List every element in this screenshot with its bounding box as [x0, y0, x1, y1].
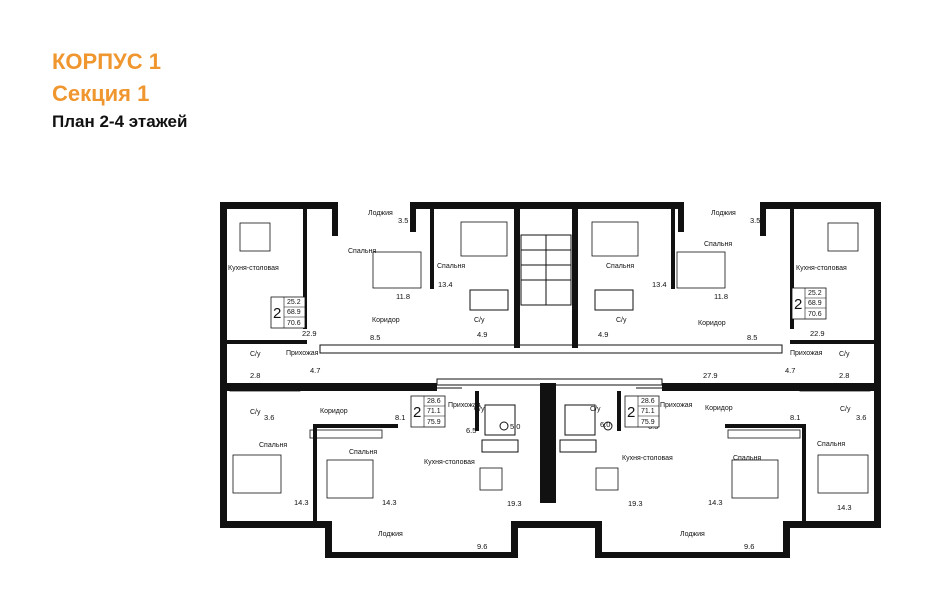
- apt-tl-total: 68.9: [287, 309, 301, 316]
- loggia-tl-area: 3.5: [398, 216, 408, 225]
- wc-br1-label: С/у: [590, 406, 601, 413]
- bed-bl2-label: Спальня: [349, 449, 377, 456]
- bed-tl2-label: Спальня: [437, 263, 465, 270]
- wc-br2-area: 3.6: [856, 413, 866, 422]
- loggia-bl-area: 9.6: [477, 542, 487, 551]
- section-title: Секция 1: [52, 81, 150, 106]
- cor-br-area: 8.1: [790, 413, 800, 422]
- apt-bl-rooms: 2: [413, 404, 421, 421]
- wc-tl2-area: 4.9: [477, 330, 487, 339]
- kitchen-br-label: Кухня-столовая: [622, 455, 673, 462]
- plan-thin-lines: [319, 234, 783, 453]
- wc-bl2-label: С/у: [474, 406, 485, 413]
- kitchen-bl-label: Кухня-столовая: [424, 459, 475, 466]
- bed-tr1-area: 13.4: [652, 280, 667, 289]
- hall-tr-area: 4.7: [785, 366, 795, 375]
- apt-tr-rooms: 2: [794, 296, 802, 313]
- apt-bl-living: 28.6: [427, 398, 441, 405]
- kitchen-tr-area: 22.9: [810, 329, 825, 338]
- apt-tl-living: 25.2: [287, 299, 301, 306]
- hall-tr-label: Прихожая: [790, 350, 823, 357]
- cor-tl-area: 8.5: [370, 333, 380, 342]
- hall-tl-area: 4.7: [310, 366, 320, 375]
- bed-tl1-area: 11.8: [396, 292, 410, 301]
- kitchen-tl-area: 22.9: [302, 329, 317, 338]
- wc-bl1-area: 3.6: [264, 413, 274, 422]
- building-title: КОРПУС 1: [52, 49, 161, 74]
- apt-tr-living: 25.2: [808, 290, 822, 297]
- apt-br-rooms: 2: [627, 404, 635, 421]
- wc-br1-area: 6.0: [600, 420, 610, 429]
- hall-br-label: Прихожая: [660, 402, 693, 409]
- bed-tl1-label: Спальня: [348, 248, 376, 255]
- hall-bl-area: 6.5: [466, 426, 476, 435]
- kitchen-tl-label: Кухня-столовая: [228, 265, 279, 272]
- cor-br-label: Коридор: [705, 405, 733, 412]
- cor-tr-label: Коридор: [698, 320, 726, 327]
- corridor-common-area: 27.9: [703, 371, 718, 380]
- hall-bl-label: Прихожая: [448, 402, 481, 409]
- plan-walls: [220, 202, 881, 558]
- loggia-bl-label: Лоджия: [378, 531, 403, 538]
- plan-furniture: [229, 221, 871, 499]
- bed-br2-area: 14.3: [837, 503, 852, 512]
- apt-br-loggia-total: 75.9: [641, 419, 655, 426]
- bed-tl2-area: 13.4: [438, 280, 453, 289]
- wc-tl2-label: С/у: [474, 317, 485, 324]
- bed-br1-area: 14.3: [708, 498, 723, 507]
- loggia-tr-area: 3.5: [750, 216, 760, 225]
- hall-tl-label: Прихожая: [286, 350, 319, 357]
- apt-box-tr: 2 25.2 68.9 70.6: [791, 287, 827, 320]
- bed-tr2-label: Спальня: [704, 241, 732, 248]
- cor-tr-area: 8.5: [747, 333, 757, 342]
- kitchen-tr-label: Кухня-столовая: [796, 265, 847, 272]
- loggia-br-area: 9.6: [744, 542, 754, 551]
- wc-tr1-label: С/у: [616, 317, 627, 324]
- cor-bl-area: 8.1: [395, 413, 405, 422]
- bed-bl1-area: 14.3: [294, 498, 309, 507]
- loggia-tr-label: Лоджия: [711, 210, 736, 217]
- bed-br1-label: Спальня: [733, 455, 761, 462]
- wc-br2-label: С/у: [840, 406, 851, 413]
- apt-bl-total: 71.1: [427, 408, 441, 415]
- wc-tr2-label: С/у: [839, 351, 850, 358]
- wc-tr1-area: 4.9: [598, 330, 608, 339]
- apt-box-br: 2 28.6 71.1 75.9: [624, 395, 660, 428]
- wc-tl1-area: 2.8: [250, 371, 260, 380]
- kitchen-br-area: 19.3: [628, 499, 643, 508]
- wc-tl1-label: С/у: [250, 351, 261, 358]
- apt-bl-loggia-total: 75.9: [427, 419, 441, 426]
- apt-br-living: 28.6: [641, 398, 655, 405]
- wc-bl1-label: С/у: [250, 409, 261, 416]
- bed-bl1-label: Спальня: [259, 442, 287, 449]
- apt-tr-loggia-total: 70.6: [808, 311, 822, 318]
- loggia-tl-label: Лоджия: [368, 210, 393, 217]
- wc-tr2-area: 2.8: [839, 371, 849, 380]
- apt-box-tl: 2 25.2 68.9 70.6: [270, 296, 306, 329]
- bed-tr2-area: 11.8: [714, 292, 728, 301]
- bed-bl2-area: 14.3: [382, 498, 397, 507]
- apt-tr-total: 68.9: [808, 300, 822, 307]
- apt-br-total: 71.1: [641, 408, 655, 415]
- wc-bl2-area: 5.0: [510, 422, 520, 431]
- apt-box-bl: 2 28.6 71.1 75.9: [410, 395, 446, 428]
- bed-tr1-label: Спальня: [606, 263, 634, 270]
- cor-tl-label: Коридор: [372, 317, 400, 324]
- apt-tl-rooms: 2: [273, 305, 281, 322]
- kitchen-bl-area: 19.3: [507, 499, 522, 508]
- loggia-br-label: Лоджия: [680, 531, 705, 538]
- cor-bl-label: Коридор: [320, 408, 348, 415]
- plan-title: План 2-4 этажей: [52, 112, 188, 131]
- bed-br2-label: Спальня: [817, 441, 845, 448]
- apt-tl-loggia-total: 70.6: [287, 320, 301, 327]
